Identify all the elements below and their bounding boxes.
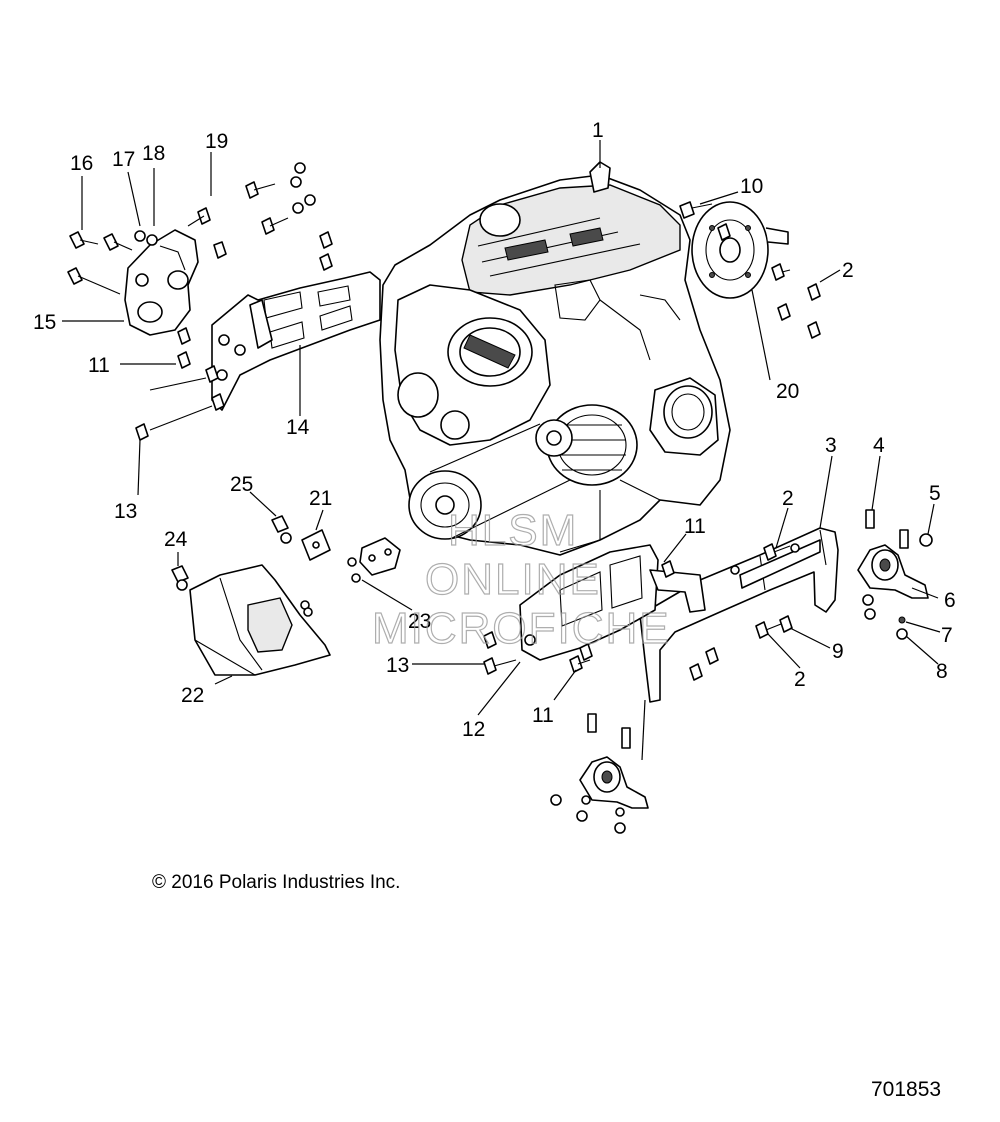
callout-2-lower-bolt: 2 xyxy=(794,668,806,691)
callout-21: 21 xyxy=(309,487,332,510)
callout-19: 19 xyxy=(205,130,228,153)
watermark-line-1: HLSM xyxy=(448,506,578,555)
callout-11-center: 11 xyxy=(684,515,706,538)
engine-mount-frame xyxy=(639,527,839,703)
callout-2-flywheel-bolts: 2 xyxy=(842,259,854,282)
callout-1: 1 xyxy=(592,119,604,142)
copyright-notice: © 2016 Polaris Industries Inc. xyxy=(152,872,401,893)
callout-11-lower: 11 xyxy=(532,704,554,727)
engine-assembly xyxy=(379,161,731,556)
watermark-line-2: ONLINE xyxy=(425,555,601,604)
callout-20: 20 xyxy=(776,380,799,403)
callout-7: 7 xyxy=(941,624,953,647)
callout-10: 10 xyxy=(740,175,763,198)
callout-3: 3 xyxy=(825,434,837,457)
callout-22: 22 xyxy=(181,684,204,707)
callout-6: 6 xyxy=(944,589,956,612)
diagram-number: 701853 xyxy=(871,1078,942,1101)
callout-8: 8 xyxy=(936,660,948,683)
callout-18: 18 xyxy=(142,142,165,165)
callout-16: 16 xyxy=(70,152,93,175)
callout-23: 23 xyxy=(408,610,431,633)
callout-13-center: 13 xyxy=(386,654,409,677)
callout-11-left: 11 xyxy=(88,354,110,377)
callout-14: 14 xyxy=(286,416,310,439)
callout-2-frame-bolt: 2 xyxy=(782,487,794,510)
callout-25: 25 xyxy=(230,473,253,496)
rubber-mount-upper xyxy=(857,544,929,599)
callout-5: 5 xyxy=(929,482,941,505)
engine-fitting xyxy=(589,161,611,193)
fasteners xyxy=(67,162,933,834)
small-bracket-21 xyxy=(301,529,331,561)
callout-labels: 1 2 2 2 3 4 5 6 7 8 9 10 11 11 11 12 13 … xyxy=(33,119,956,741)
callout-leader-lines xyxy=(62,140,941,761)
watermark-line-3: MICROFICHE xyxy=(372,604,671,653)
callout-4: 4 xyxy=(873,434,885,457)
rubber-mount-lower xyxy=(579,756,649,809)
left-mount-plate xyxy=(211,271,381,411)
callout-15: 15 xyxy=(33,311,56,334)
callout-9: 9 xyxy=(832,640,844,663)
flywheel-coupler xyxy=(691,201,789,299)
small-bracket-23 xyxy=(359,537,401,576)
callout-12: 12 xyxy=(462,718,485,741)
callout-24: 24 xyxy=(164,528,188,551)
left-engine-mount-bracket xyxy=(124,229,199,336)
callout-13-left: 13 xyxy=(114,500,137,523)
engine-skid-shield xyxy=(189,564,331,676)
watermark: HLSM ONLINE MICROFICHE xyxy=(371,505,671,653)
center-engine-mount xyxy=(519,544,706,661)
callout-17: 17 xyxy=(112,148,135,171)
